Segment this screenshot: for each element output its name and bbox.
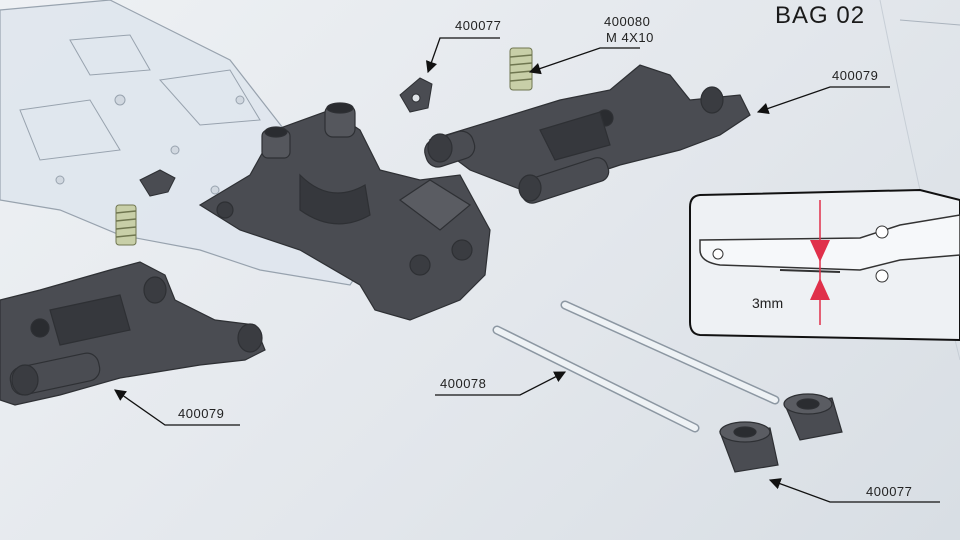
clip-top bbox=[399, 77, 433, 113]
callout-arm-left: 400079 bbox=[178, 406, 225, 421]
callout-pin: 400078 bbox=[440, 376, 487, 391]
spring-left bbox=[115, 204, 137, 246]
callout-bushing: 400077 bbox=[866, 484, 913, 499]
arm-left bbox=[0, 261, 266, 406]
bag-label: BAG 02 bbox=[775, 2, 866, 29]
bulkhead bbox=[198, 102, 491, 321]
leader-lines bbox=[114, 37, 940, 503]
bushings bbox=[719, 393, 843, 473]
callout-spring-size: M 4X10 bbox=[606, 30, 654, 45]
callout-arm-top: 400079 bbox=[832, 68, 879, 83]
callout-clip-top: 400077 bbox=[455, 18, 502, 33]
arm-top bbox=[424, 64, 751, 204]
measurement-label: 3mm bbox=[752, 295, 784, 311]
callout-spring-part: 400080 bbox=[604, 14, 651, 29]
spring-top bbox=[509, 47, 533, 91]
chassis-clip bbox=[139, 169, 176, 197]
hinge-pins bbox=[492, 300, 780, 433]
detail-inset bbox=[689, 188, 960, 342]
